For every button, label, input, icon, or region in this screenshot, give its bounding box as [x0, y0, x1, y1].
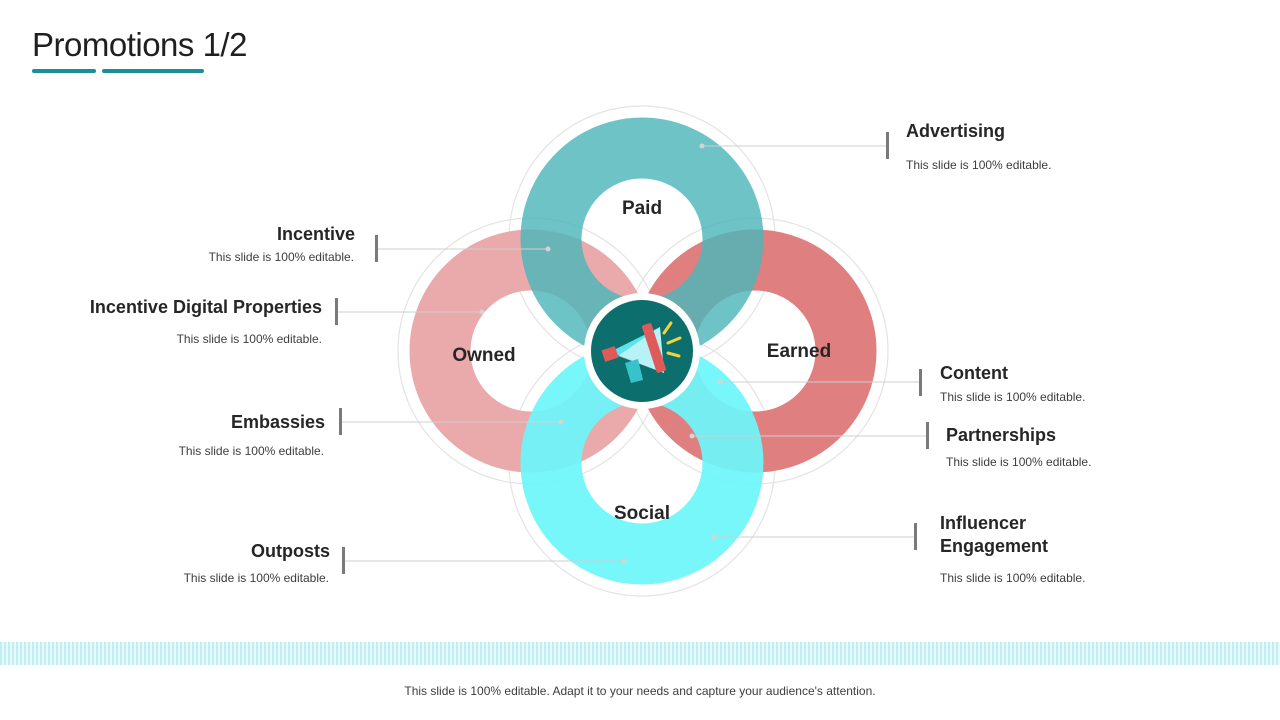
bar-advertising	[886, 132, 889, 159]
label-outposts-desc: This slide is 100% editable.	[183, 571, 329, 585]
bar-incentive	[375, 235, 378, 262]
title-underline-long	[102, 69, 204, 73]
connector-dot	[711, 534, 717, 540]
label-outposts-title: Outposts	[251, 541, 330, 561]
label-content-desc: This slide is 100% editable.	[940, 390, 1086, 404]
bar-partnerships	[926, 422, 929, 449]
footer-note: This slide is 100% editable. Adapt it to…	[404, 684, 876, 698]
bar-content	[919, 369, 922, 396]
ring-label-social: Social	[614, 503, 670, 524]
ring-label-owned: Owned	[452, 345, 515, 366]
page-title: Promotions 1/2	[32, 26, 247, 63]
label-embassies-title: Embassies	[230, 412, 325, 432]
label-influencer-desc: This slide is 100% editable.	[940, 571, 1086, 585]
label-advertising-title: Advertising	[906, 121, 1006, 141]
bar-incentive-digital	[335, 298, 338, 325]
connector-dot	[621, 558, 627, 564]
label-content-title: Content	[940, 363, 1008, 383]
label-incentive-desc: This slide is 100% editable.	[208, 250, 354, 264]
label-partnerships-title: Partnerships	[946, 425, 1057, 445]
bar-embassies	[339, 408, 342, 435]
footer-stripe	[0, 642, 1280, 665]
label-incentive-title: Incentive	[276, 224, 355, 244]
bar-outposts	[342, 547, 345, 574]
bar-influencer	[914, 523, 917, 550]
label-influencer-title-line2: Engagement	[940, 536, 1049, 556]
title-underline-short	[32, 69, 96, 73]
ring-label-paid: Paid	[622, 198, 662, 219]
label-influencer-title-line1: Influencer	[940, 513, 1027, 533]
label-advertising-desc: This slide is 100% editable.	[906, 158, 1052, 172]
connector-dot	[717, 379, 723, 385]
connector-dot	[699, 143, 705, 149]
connector-dot	[689, 433, 695, 439]
label-embassies-desc: This slide is 100% editable.	[178, 444, 324, 458]
label-incentive-digital-desc: This slide is 100% editable.	[176, 332, 322, 346]
label-partnerships-desc: This slide is 100% editable.	[946, 455, 1092, 469]
connector-dot	[545, 246, 551, 252]
megaphone-icon	[601, 321, 682, 383]
connector-dot	[558, 419, 564, 425]
label-incentive-digital-title: Incentive Digital Properties	[89, 297, 322, 317]
ring-label-earned: Earned	[767, 341, 831, 362]
connector-dot	[479, 309, 485, 315]
